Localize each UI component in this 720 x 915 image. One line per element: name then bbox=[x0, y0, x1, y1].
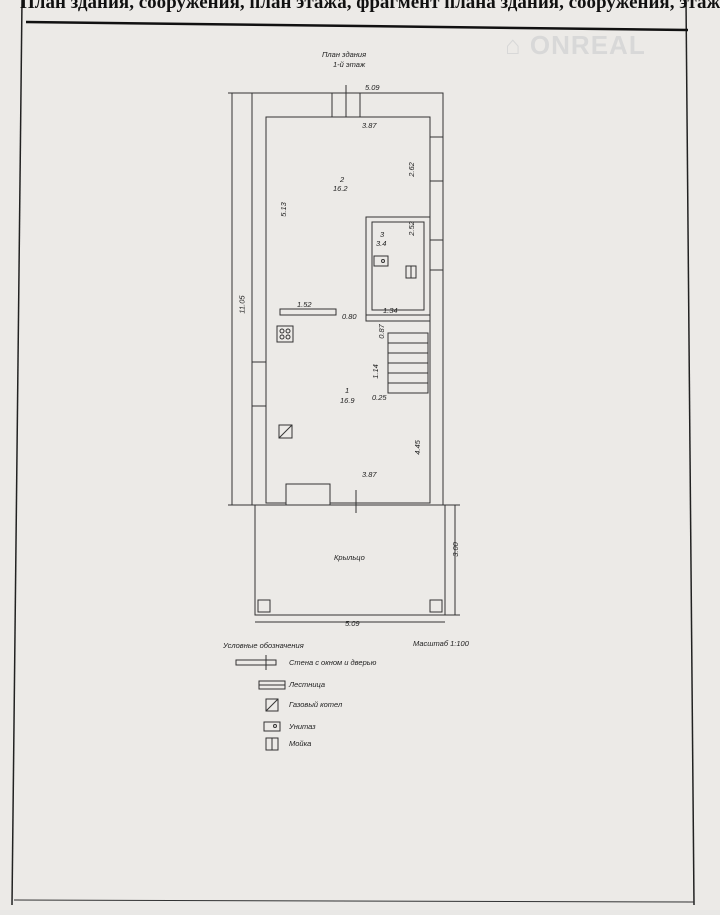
dim-room2-height: 5.13 bbox=[278, 202, 288, 217]
dim-room1-width: 3.87 bbox=[362, 470, 377, 479]
legend-wall: Стена с окном и дверью bbox=[289, 658, 377, 667]
dim-room2-width: 3.87 bbox=[362, 121, 377, 130]
dim-stair-length: 1.14 bbox=[370, 364, 380, 379]
dim-room2-side: 2.62 bbox=[406, 162, 416, 177]
room-2-number: 2 bbox=[340, 175, 345, 184]
room-1-area: 16.9 bbox=[340, 396, 355, 405]
scale-label: Масштаб 1:100 bbox=[413, 639, 469, 648]
legend-boiler: Газовый котел bbox=[289, 700, 343, 709]
border-bottom bbox=[13, 899, 695, 903]
plan-floor: 1-й этаж bbox=[333, 60, 366, 69]
legend-stairs: Лестница bbox=[289, 680, 326, 689]
dim-partition: 1.52 bbox=[297, 300, 312, 309]
dim-total-height: 11.05 bbox=[237, 295, 247, 314]
legend-toilet: Унитаз bbox=[289, 722, 316, 731]
border-left bbox=[11, 0, 23, 906]
page-title: План здания, сооружения, план этажа, фра… bbox=[20, 0, 720, 13]
room-3-number: 3 bbox=[380, 230, 385, 239]
building-walls bbox=[228, 85, 460, 751]
border-right bbox=[685, 0, 695, 906]
room-3-area: 3.4 bbox=[376, 239, 387, 248]
dim-top-outer: 5.09 bbox=[365, 83, 380, 92]
dim-porch-depth: 3.00 bbox=[450, 542, 460, 557]
dim-room3-width: 1.34 bbox=[383, 306, 398, 315]
dim-stair-offset: 0.25 bbox=[372, 393, 387, 402]
room-2-area: 16.2 bbox=[333, 184, 348, 193]
plan-title: План здания bbox=[322, 50, 367, 59]
dim-stair-gap: 0.87 bbox=[376, 324, 386, 339]
legend-title: Условные обозначения bbox=[223, 641, 304, 650]
legend-sink: Мойка bbox=[289, 739, 312, 748]
dim-room1-height: 4.45 bbox=[412, 440, 422, 455]
dim-bottom-outer: 5.09 bbox=[345, 619, 360, 628]
room-1-number: 1 bbox=[345, 386, 350, 395]
dim-door: 0.80 bbox=[342, 312, 357, 321]
header-rule bbox=[25, 20, 689, 32]
dim-room3-side: 2.52 bbox=[406, 221, 416, 236]
porch-label: Крыльцо bbox=[334, 553, 365, 562]
watermark-logo: ⌂ ONREAL bbox=[505, 30, 646, 60]
